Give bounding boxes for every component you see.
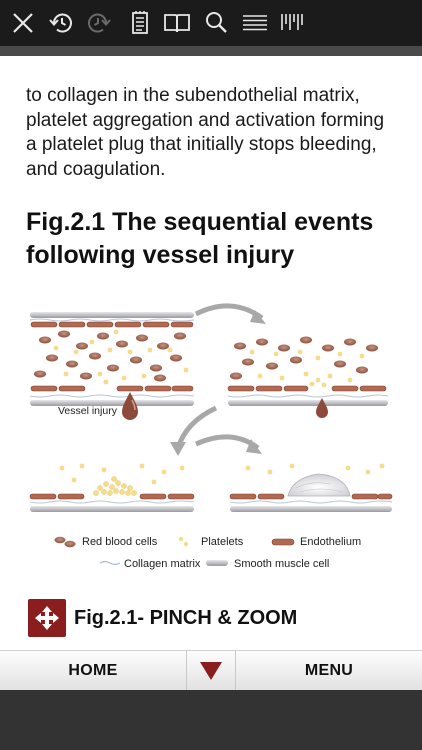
pinch-zoom-link[interactable]: Fig.2.1- PINCH & ZOOM bbox=[28, 598, 297, 638]
legend-collagen-matrix: Collagen matrix bbox=[124, 558, 201, 570]
search-icon[interactable] bbox=[201, 8, 231, 38]
legend-smooth-muscle-cell: Smooth muscle cell bbox=[234, 558, 329, 570]
vessel-injury-figure: Vessel injury bbox=[0, 288, 422, 588]
book-page[interactable]: to collagen in the subendothelial matrix… bbox=[0, 56, 422, 650]
vessel-injury-label: Vessel injury bbox=[58, 405, 118, 417]
triangle-down-icon[interactable] bbox=[199, 661, 223, 681]
list-icon[interactable] bbox=[240, 8, 270, 38]
figure-legend: Red blood cells Platelets Endothelium Co… bbox=[54, 536, 361, 570]
legend-platelets: Platelets bbox=[201, 536, 244, 548]
menu-button[interactable]: MENU bbox=[304, 661, 354, 679]
pinch-zoom-label[interactable]: Fig.2.1- PINCH & ZOOM bbox=[74, 606, 298, 629]
top-toolbar bbox=[0, 0, 422, 46]
bookmarks-icon[interactable] bbox=[278, 8, 308, 38]
body-paragraph: to collagen in the subendothelial matrix… bbox=[26, 85, 385, 180]
notes-icon[interactable] bbox=[125, 8, 155, 38]
move-arrows-icon[interactable] bbox=[28, 599, 66, 637]
figure-title: Fig.2.1 The sequential events following … bbox=[26, 208, 374, 269]
panel-1 bbox=[29, 312, 195, 420]
redo-history-icon[interactable] bbox=[84, 8, 114, 38]
book-icon[interactable] bbox=[162, 8, 192, 38]
panel-2 bbox=[227, 336, 389, 418]
panel-3 bbox=[29, 463, 195, 512]
bottom-bezel bbox=[0, 690, 422, 750]
bottom-nav: HOME MENU bbox=[0, 650, 422, 691]
home-button[interactable]: HOME bbox=[68, 661, 118, 679]
legend-endothelium: Endothelium bbox=[300, 536, 361, 548]
undo-history-icon[interactable] bbox=[46, 8, 76, 38]
legend-red-blood-cells: Red blood cells bbox=[82, 536, 158, 548]
toolbar-divider bbox=[0, 46, 422, 56]
close-icon[interactable] bbox=[8, 8, 38, 38]
page-menu-toggle[interactable] bbox=[186, 650, 236, 691]
panel-4 bbox=[229, 463, 393, 512]
